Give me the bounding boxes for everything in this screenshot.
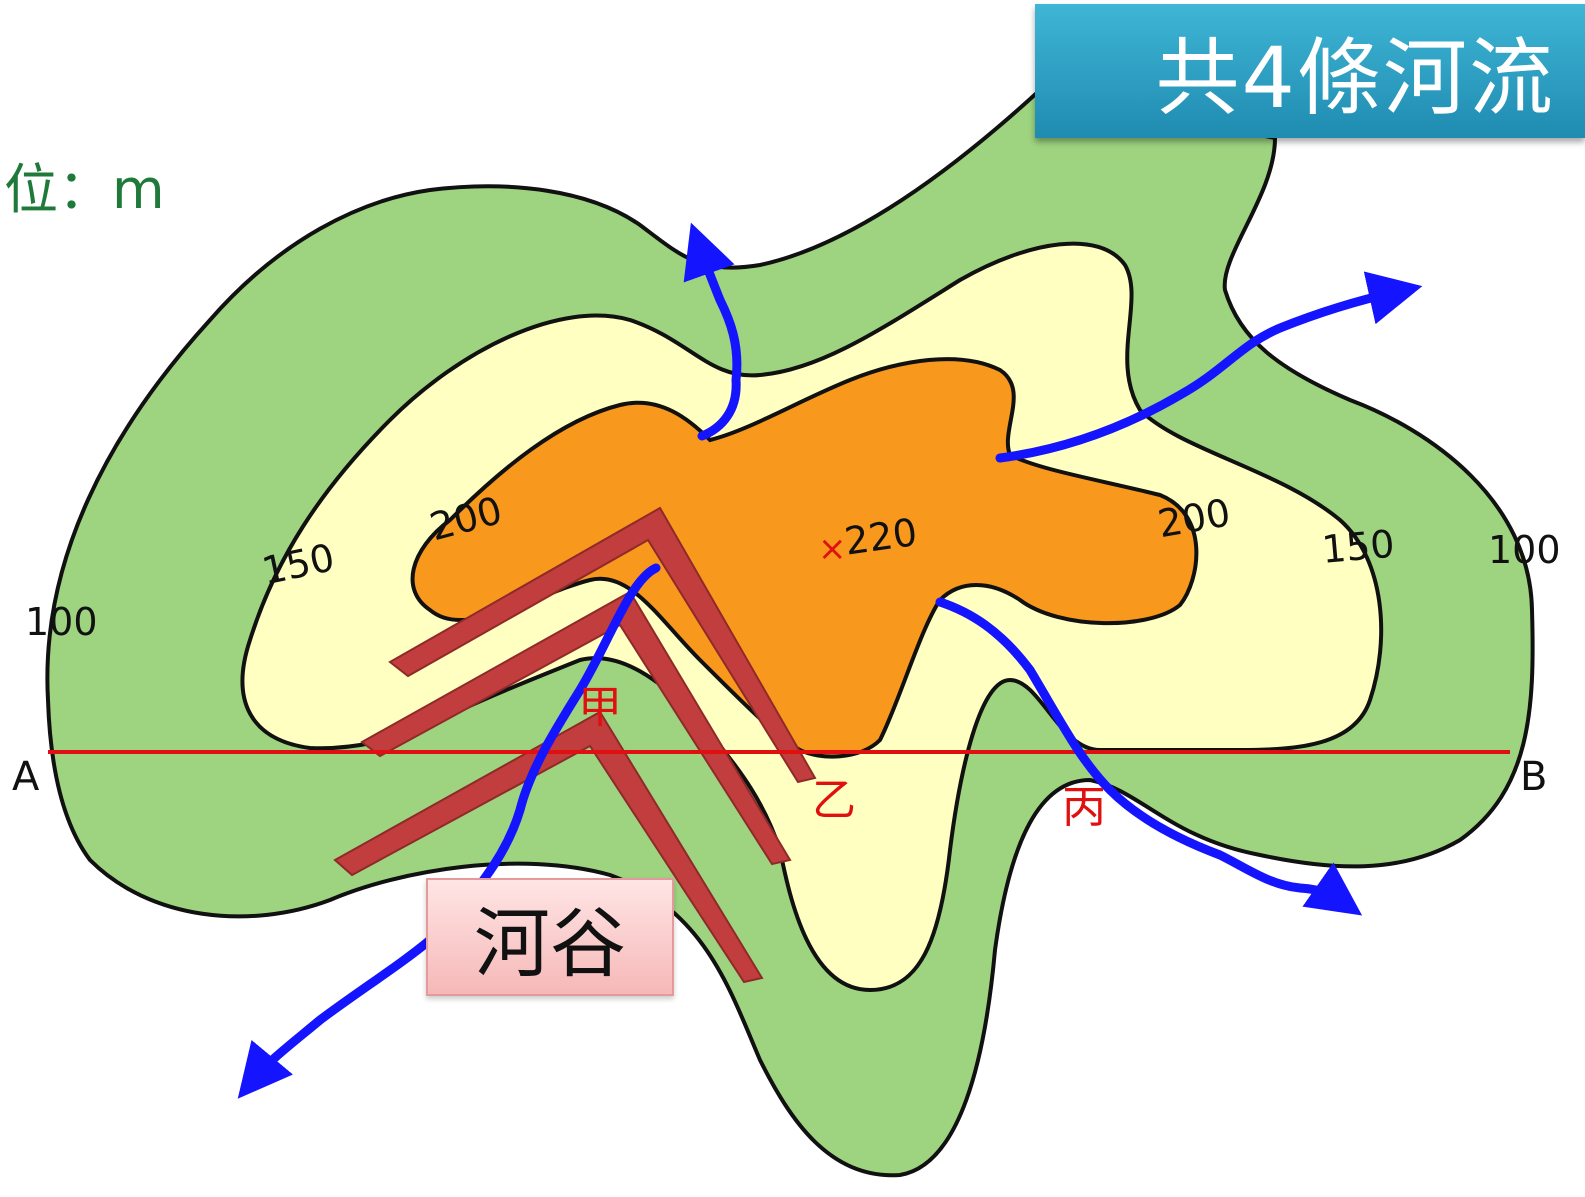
rivers <box>237 222 1423 1099</box>
valley-callout-text: 河谷 <box>474 899 626 988</box>
valley-chevron-lower <box>333 710 764 984</box>
contour-label-left-100: 100 <box>25 600 98 644</box>
river-north <box>683 222 742 441</box>
river-east <box>995 271 1423 463</box>
river-southwest <box>237 563 661 1099</box>
contour-label-right-100: 100 <box>1488 528 1561 572</box>
river-southeast <box>935 597 1363 916</box>
valley-chevron-upper <box>388 506 817 784</box>
profile-end-label: B <box>1520 754 1547 800</box>
point-jia-label: 甲 <box>578 682 622 733</box>
title-banner: 共4條河流 <box>1035 4 1585 138</box>
peak-marker: × <box>818 529 847 569</box>
contour-label-right-150: 150 <box>1320 522 1396 572</box>
peak-elevation-label: 220 <box>842 510 920 564</box>
unit-label: 位：m <box>4 158 165 221</box>
point-bing-label: 丙 <box>1062 782 1106 833</box>
point-yi-label: 乙 <box>812 775 856 826</box>
profile-start-label: A <box>12 754 40 800</box>
valley-callout: 河谷 <box>426 878 674 996</box>
title-text: 共4條河流 <box>1155 28 1555 127</box>
